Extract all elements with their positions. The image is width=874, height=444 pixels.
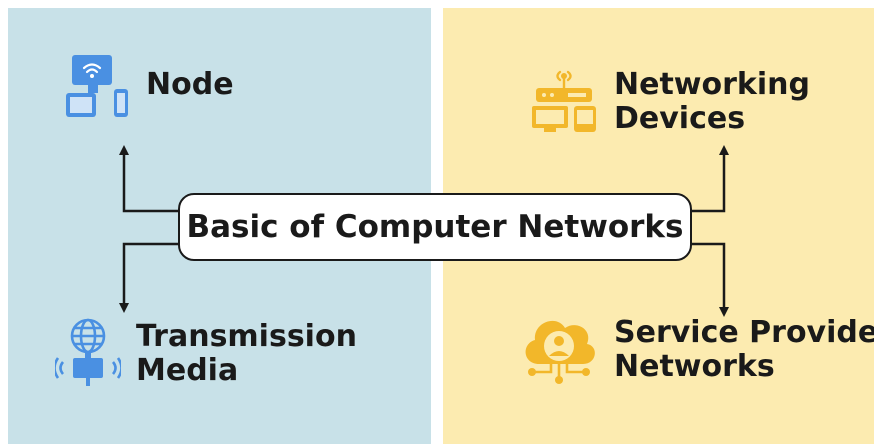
devices-label-line1: Networking <box>614 67 810 102</box>
service-label: Service Provider Networks <box>614 316 874 384</box>
center-title: Basic of Computer Networks <box>186 209 684 245</box>
transmission-label-line2: Media <box>136 353 239 388</box>
transmission-label-line1: Transmission <box>136 319 357 354</box>
node-label-line1: Node <box>146 67 234 102</box>
transmission-label: Transmission Media <box>136 320 357 388</box>
arrow-to-service <box>692 242 729 317</box>
cloud-user-icon <box>525 320 595 384</box>
service-label-line2: Networks <box>614 349 775 384</box>
arrow-to-node <box>119 145 180 213</box>
globe-satellite-icon <box>55 318 121 386</box>
computer-devices-icon <box>66 55 128 117</box>
node-label: Node <box>146 68 234 102</box>
arrow-to-devices <box>692 145 729 213</box>
devices-label: Networking Devices <box>614 68 810 136</box>
arrow-to-transmission <box>119 242 180 313</box>
center-title-box: Basic of Computer Networks <box>178 193 692 261</box>
devices-label-line2: Devices <box>614 101 746 136</box>
service-label-line1: Service Provider <box>614 315 874 350</box>
router-devices-icon <box>532 70 596 132</box>
